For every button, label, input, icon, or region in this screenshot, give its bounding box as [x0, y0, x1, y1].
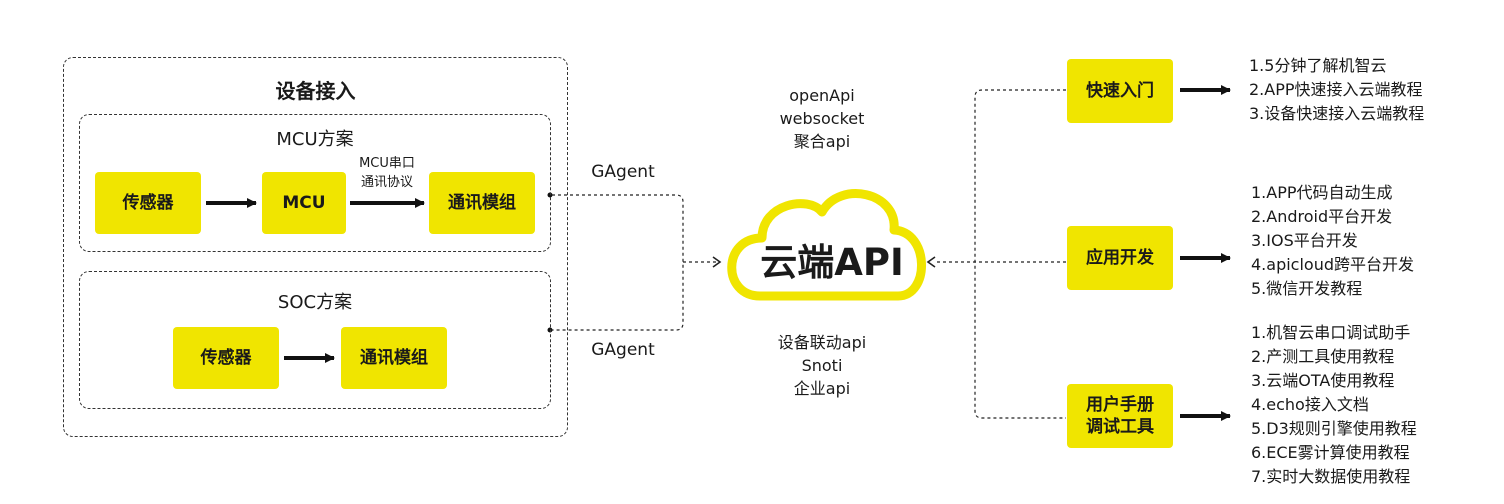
soc-sensor-box: 传感器	[173, 327, 279, 389]
soc-scheme-title: SOC方案	[277, 292, 353, 313]
soc-scheme-frame	[79, 271, 551, 409]
cloud-icon	[727, 189, 926, 301]
device-access-frame	[63, 57, 568, 437]
list-item[interactable]: 4.echo接入文档	[1251, 395, 1369, 414]
serial-label-2: 通讯协议	[360, 175, 413, 190]
soc-module-box: 通讯模组	[341, 327, 447, 389]
quick-start-box: 快速入门	[1067, 59, 1173, 123]
list-item[interactable]: 2.Android平台开发	[1251, 207, 1393, 226]
manual-label-2: 调试工具	[1086, 417, 1154, 437]
device-access-title: 设备接入	[275, 79, 356, 103]
list-item[interactable]: 3.云端OTA使用教程	[1251, 371, 1395, 390]
api-enterprise: 企业api	[793, 379, 851, 398]
mcu-scheme-frame	[79, 114, 551, 252]
serial-label-1: MCU串口	[359, 156, 415, 171]
gagent-arrowhead	[712, 256, 722, 268]
list-item[interactable]: 3.IOS平台开发	[1251, 231, 1358, 250]
app-dev-list: 1.APP代码自动生成 2.Android平台开发 3.IOS平台开发 4.ap…	[1251, 181, 1414, 301]
list-item[interactable]: 1.5分钟了解机智云	[1249, 56, 1387, 75]
api-openapi: openApi	[789, 86, 855, 105]
manual-label-1: 用户手册	[1086, 395, 1154, 415]
mcu-module-box: 通讯模组	[429, 172, 535, 234]
list-item[interactable]: 4.apicloud跨平台开发	[1251, 255, 1415, 274]
cloud-bottom-apis: 设备联动api Snoti 企业api	[722, 331, 922, 400]
api-snoti: Snoti	[801, 356, 843, 375]
list-item[interactable]: 5.微信开发教程	[1251, 279, 1363, 298]
gagent-label-top: GAgent	[591, 162, 655, 182]
api-device-linkage: 设备联动api	[777, 333, 867, 352]
list-item[interactable]: 6.ECE雾计算使用教程	[1251, 443, 1410, 462]
gagent-label-bottom: GAgent	[591, 340, 655, 360]
mcu-box: MCU	[262, 172, 346, 234]
list-item[interactable]: 3.设备快速接入云端教程	[1249, 104, 1425, 123]
cloud-arrowhead	[926, 256, 936, 268]
list-item[interactable]: 2.APP快速接入云端教程	[1249, 80, 1423, 99]
list-item[interactable]: 1.APP代码自动生成	[1251, 183, 1393, 202]
api-aggregate: 聚合api	[793, 132, 851, 151]
mcu-sensor-box: 传感器	[95, 172, 201, 234]
list-item[interactable]: 2.产测工具使用教程	[1251, 347, 1395, 366]
gagent-connector	[552, 194, 684, 331]
list-item[interactable]: 7.实时大数据使用教程	[1251, 467, 1411, 486]
app-dev-box: 应用开发	[1067, 226, 1173, 290]
quick-start-list: 1.5分钟了解机智云 2.APP快速接入云端教程 3.设备快速接入云端教程	[1249, 54, 1424, 126]
mcu-scheme-title: MCU方案	[276, 129, 354, 150]
manual-list: 1.机智云串口调试助手 2.产测工具使用教程 3.云端OTA使用教程 4.ech…	[1251, 321, 1417, 489]
list-item[interactable]: 5.D3规则引擎使用教程	[1251, 419, 1417, 438]
cloud-top-apis: openApi websocket 聚合api	[722, 84, 922, 153]
cloud-api-label: 云端API	[760, 241, 904, 284]
right-connector	[974, 89, 1066, 419]
api-websocket: websocket	[779, 109, 865, 128]
manual-box: 用户手册 调试工具	[1067, 384, 1173, 448]
list-item[interactable]: 1.机智云串口调试助手	[1251, 323, 1411, 342]
